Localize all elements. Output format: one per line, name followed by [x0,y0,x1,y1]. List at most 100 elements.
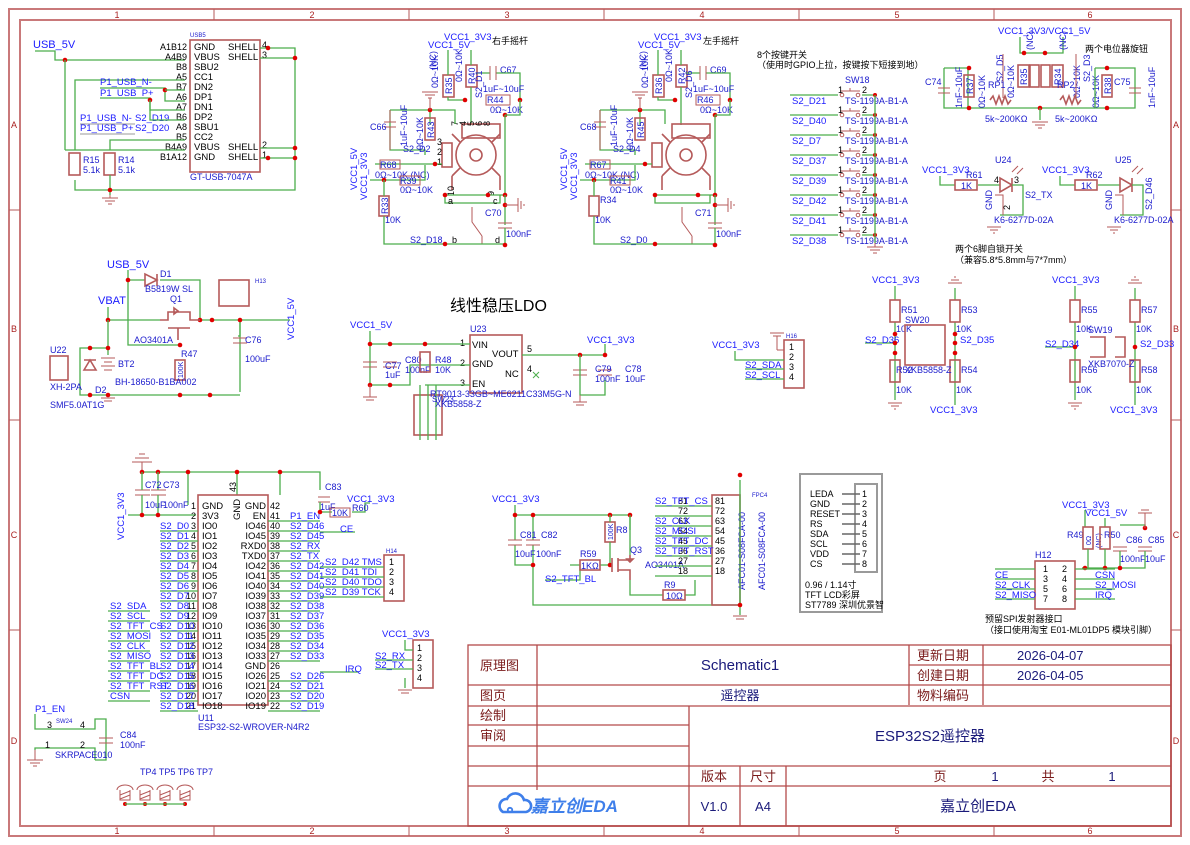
tb-created-label: 创建日期 [917,668,969,683]
r53-ref: R53 [961,305,978,315]
c84-value: 100nF [120,740,146,750]
r46-ref: R46 [697,95,714,105]
r36-nc: (NC) [638,51,648,70]
u23-pin3: 3 [460,378,465,388]
usb-shell-pin: 4 [262,40,267,50]
c73-value: 100nF [163,500,189,510]
net-s2-d18: S2_D18 [410,235,443,245]
r54-value: 10K [956,385,972,395]
mcu-left-pin-number: 3 [191,521,196,531]
c70-value: 100nF [506,229,532,239]
r34-ref: R34 [600,195,617,205]
sw24-pin2: 2 [80,740,85,750]
latch-subtitle: （兼容5.8*5.8mm与7*7mm） [955,254,1072,265]
button-net-label: S2_D42 [792,196,826,207]
reset-circuit[interactable]: P1_EN 3 4 1 2 SW24 SKRPACE010 C84 100nF … [27,704,213,806]
button-contact [839,232,845,238]
joystick-left-title: 左手摇杆 [703,35,739,46]
h16-pin1: 1 [789,342,794,352]
r46-range: 0Ω~10K [700,105,733,115]
mcu-right-pin-number: 29 [270,631,280,641]
tb-page-word: 页 [933,769,946,784]
r47-value: 100K [178,361,185,378]
r34-value: 10K [595,215,611,225]
mcu-left-pin-number: 13 [186,621,196,631]
c80-ref: C80 [405,355,422,365]
mcu-left-pin-number: 21 [186,701,196,711]
ground-icon [733,615,747,620]
jtag-pin: 2 [389,567,394,577]
r51-value: 10K [896,324,912,334]
potentiometers[interactable]: VCC1_3V3/VCC1_5V 两个电位器旋钮 R35 R34 (NC) (N… [925,26,1157,129]
ground-icon [1107,226,1121,234]
joystick-left[interactable]: 左手摇杆 VCC1_3V3 VCC1_5V (NC) 0Ω~10K 0Ω~10K… [559,32,742,248]
mcu-right-pin-number: 39 [270,531,280,541]
tb-company: 嘉立创EDA [940,798,1016,815]
c74-value: 1nF~10uF [954,66,964,108]
ground-icon [1138,509,1152,528]
sw19-vcc-top: VCC1_3V3 [1052,275,1100,286]
r40-ref: R40 [467,67,477,84]
usb-pin-name: DN2 [194,82,213,93]
tb-page-label: 图页 [480,688,506,703]
net-s2-tx: S2_TX [1025,190,1053,200]
c67-value: 1uF~10uF [483,84,525,94]
r33-value: 10K [385,215,401,225]
ground-icon [888,402,902,410]
usb-pin-number: B4A9 [165,142,187,152]
mcu-left-net: S2_D2 [160,541,189,552]
col-label-2-bottom: 2 [309,826,314,836]
latch-switches[interactable]: 两个6脚自锁开关 （兼容5.8*5.8mm与7*7mm） VCC1_3V3 VC… [865,243,1174,416]
mcu-left-net: S2_D10 [160,621,194,632]
tb-page-value: 遥控器 [720,688,759,703]
usb-pin-number: A5 [176,72,187,82]
tb-size-value: A4 [755,799,771,814]
battery-power-path[interactable]: USB_5V D1 B5819W SL VBAT Q1 AO3401A R47 … [49,259,297,410]
legend-signal-label: RESET [810,509,841,519]
mcu-left-net: S2_D14 [160,661,194,672]
mcu-left-net: S2_D18 [160,701,194,712]
button-array[interactable]: 8个按键开关 （使用时GPIO上拉，按键按下短接到地） SW18 S2_D211… [757,49,924,254]
r35-nc: (NC) [428,51,438,70]
pot-nc-2: (NC) [1058,31,1068,50]
joystick-right-title: 右手摇杆 [492,35,528,46]
mcu-right-pin-name: IO36 [245,621,266,632]
tb-version-value: V1.0 [701,799,728,814]
uart-pin2: 2 [417,653,422,663]
mcu-right-pin-number: 25 [270,671,280,681]
sw20-ref: SW20 [905,315,930,325]
button-pin-2: 2 [862,205,867,215]
uart-header[interactable]: VCC1_3V3 S2_RX S2_TX 1 2 3 4 [375,629,434,694]
js-r-pin-4: 4 [458,121,468,126]
r45-range: 0Ω~10K [625,117,635,150]
ldo-regulator[interactable]: 线性稳压LDO VCC1_5V U23 VIN GND EN VOUT NC 1… [350,297,646,440]
ground-icon [1032,121,1048,129]
row-label-c: C [11,530,18,540]
test-points-label: TP4 TP5 TP6 TP7 [140,767,213,777]
c82-ref: C82 [541,530,558,540]
mcu-left-pin-name: IO2 [202,541,217,552]
usb-pin-name: VBUS [194,52,220,63]
h12-ref: H12 [1035,550,1052,560]
ground-icon [632,91,648,110]
i2c-header[interactable]: VCC1_3V3 H16 S2_SDA S2_SCL 1 2 3 4 [712,332,805,389]
indicator-leds[interactable]: U24 VCC1_3V3 R61 1K 4 3 S2_TX 2 GND K6-6… [922,155,1174,234]
mcu-left-pin-name: IO6 [202,581,217,592]
r44-range: 0Ω~10K [490,105,523,115]
lcd-connector[interactable]: VCC1_3V3 C81 10uF C82 100nF 100K R8 R59 … [492,472,768,620]
button-contact [855,172,861,178]
button-part: TS-1199A-B1-A [845,116,908,126]
mcu-left-pin-name: IO8 [202,601,217,612]
joystick-right[interactable]: 右手摇杆 VCC1_3V3 VCC1_5V (NC) 0Ω~10K 0Ω~10K… [349,32,532,248]
mcu-right-net: S2_D19 [290,701,324,712]
spi-radio-header[interactable]: VCC1_3V3 VCC1_5V R49 0Ω (NC) R50 C86 C85… [985,500,1166,635]
usb-pin-number: B7 [176,82,187,92]
r41-range: 0Ω~10K [610,185,643,195]
joystick-left-vcc5v: VCC1_5V [638,40,681,51]
mcu-left-pin-name: IO3 [202,551,217,562]
button-contact [855,152,861,158]
mcu-left-pin-name: IO9 [202,611,217,622]
